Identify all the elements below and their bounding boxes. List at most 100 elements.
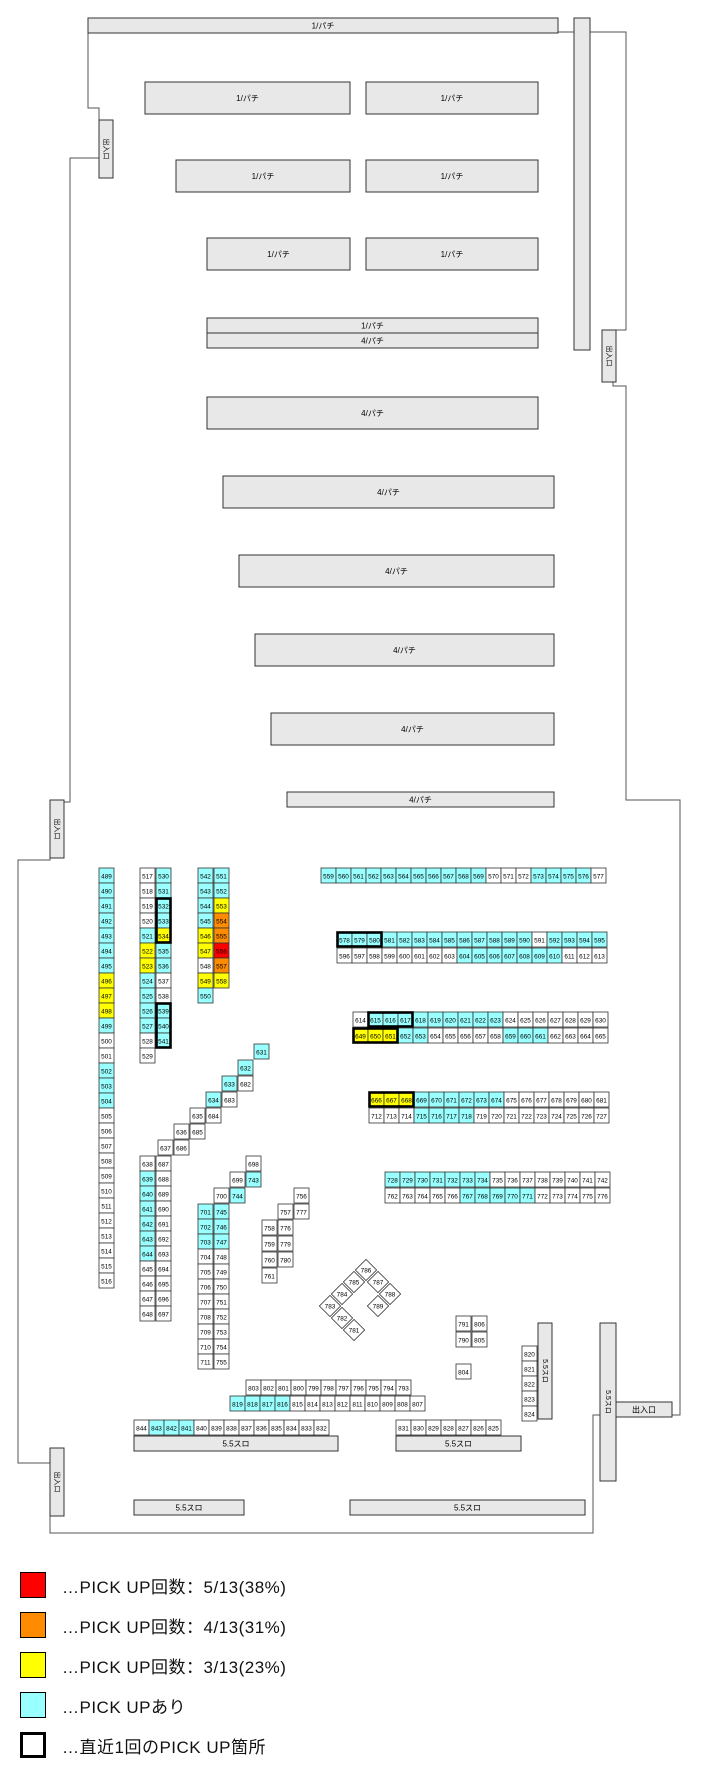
machine-686[interactable]: 686: [173, 1139, 190, 1156]
machine-643[interactable]: 643: [139, 1230, 156, 1247]
machine-624[interactable]: 624: [502, 1011, 519, 1028]
machine-547[interactable]: 547: [197, 942, 214, 959]
machine-714[interactable]: 714: [398, 1107, 415, 1124]
machine-550[interactable]: 550: [197, 987, 214, 1004]
machine-566[interactable]: 566: [425, 867, 442, 884]
machine-653[interactable]: 653: [412, 1027, 429, 1044]
machine-513[interactable]: 513: [98, 1227, 115, 1244]
machine-665[interactable]: 665: [592, 1027, 609, 1044]
machine-512[interactable]: 512: [98, 1212, 115, 1229]
machine-600[interactable]: 600: [396, 947, 413, 964]
machine-735[interactable]: 735: [489, 1171, 506, 1188]
machine-805[interactable]: 805: [471, 1331, 488, 1348]
machine-568[interactable]: 568: [455, 867, 472, 884]
machine-756[interactable]: 756: [293, 1187, 310, 1204]
machine-776[interactable]: 776: [277, 1219, 294, 1236]
machine-595[interactable]: 595: [591, 931, 608, 948]
machine-628[interactable]: 628: [562, 1011, 579, 1028]
machine-536[interactable]: 536: [155, 957, 172, 974]
machine-772[interactable]: 772: [534, 1187, 551, 1204]
machine-636[interactable]: 636: [173, 1123, 190, 1140]
machine-579[interactable]: 579: [351, 931, 368, 948]
machine-494[interactable]: 494: [98, 942, 115, 959]
machine-496[interactable]: 496: [98, 972, 115, 989]
machine-818[interactable]: 818: [244, 1395, 261, 1412]
machine-534[interactable]: 534: [155, 927, 172, 944]
machine-747[interactable]: 747: [213, 1233, 230, 1250]
machine-696[interactable]: 696: [155, 1290, 172, 1307]
machine-652[interactable]: 652: [397, 1027, 414, 1044]
machine-817[interactable]: 817: [259, 1395, 276, 1412]
machine-761[interactable]: 761: [261, 1267, 278, 1284]
machine-559[interactable]: 559: [320, 867, 337, 884]
machine-786[interactable]: 786: [354, 1258, 378, 1282]
machine-827[interactable]: 827: [455, 1419, 472, 1436]
machine-790[interactable]: 790: [455, 1331, 472, 1348]
machine-592[interactable]: 592: [546, 931, 563, 948]
machine-517[interactable]: 517: [139, 867, 156, 884]
machine-791[interactable]: 791: [455, 1315, 472, 1332]
machine-719[interactable]: 719: [473, 1107, 490, 1124]
machine-838[interactable]: 838: [223, 1419, 240, 1436]
machine-706[interactable]: 706: [197, 1278, 214, 1295]
machine-597[interactable]: 597: [351, 947, 368, 964]
machine-733[interactable]: 733: [459, 1171, 476, 1188]
machine-674[interactable]: 674: [488, 1091, 505, 1108]
machine-795[interactable]: 795: [365, 1379, 382, 1396]
machine-689[interactable]: 689: [155, 1185, 172, 1202]
machine-741[interactable]: 741: [579, 1171, 596, 1188]
machine-782[interactable]: 782: [330, 1306, 354, 1330]
machine-499[interactable]: 499: [98, 1017, 115, 1034]
machine-728[interactable]: 728: [384, 1171, 401, 1188]
machine-821[interactable]: 821: [521, 1360, 538, 1377]
machine-639[interactable]: 639: [139, 1170, 156, 1187]
machine-539[interactable]: 539: [155, 1002, 172, 1019]
machine-659[interactable]: 659: [502, 1027, 519, 1044]
machine-493[interactable]: 493: [98, 927, 115, 944]
machine-709[interactable]: 709: [197, 1323, 214, 1340]
machine-697[interactable]: 697: [155, 1305, 172, 1322]
machine-677[interactable]: 677: [533, 1091, 550, 1108]
machine-673[interactable]: 673: [473, 1091, 490, 1108]
machine-523[interactable]: 523: [139, 957, 156, 974]
machine-570[interactable]: 570: [485, 867, 502, 884]
machine-556[interactable]: 556: [213, 942, 230, 959]
machine-691[interactable]: 691: [155, 1215, 172, 1232]
machine-602[interactable]: 602: [426, 947, 443, 964]
machine-707[interactable]: 707: [197, 1293, 214, 1310]
machine-644[interactable]: 644: [139, 1245, 156, 1262]
machine-826[interactable]: 826: [470, 1419, 487, 1436]
machine-569[interactable]: 569: [470, 867, 487, 884]
machine-740[interactable]: 740: [564, 1171, 581, 1188]
machine-561[interactable]: 561: [350, 867, 367, 884]
machine-491[interactable]: 491: [98, 897, 115, 914]
machine-730[interactable]: 730: [414, 1171, 431, 1188]
machine-781[interactable]: 781: [342, 1318, 366, 1342]
machine-504[interactable]: 504: [98, 1092, 115, 1109]
machine-835[interactable]: 835: [268, 1419, 285, 1436]
machine-552[interactable]: 552: [213, 882, 230, 899]
machine-540[interactable]: 540: [155, 1017, 172, 1034]
machine-683[interactable]: 683: [221, 1091, 238, 1108]
machine-758[interactable]: 758: [261, 1219, 278, 1236]
machine-693[interactable]: 693: [155, 1245, 172, 1262]
machine-660[interactable]: 660: [517, 1027, 534, 1044]
machine-525[interactable]: 525: [139, 987, 156, 1004]
machine-599[interactable]: 599: [381, 947, 398, 964]
machine-585[interactable]: 585: [441, 931, 458, 948]
machine-670[interactable]: 670: [428, 1091, 445, 1108]
machine-528[interactable]: 528: [139, 1032, 156, 1049]
machine-789[interactable]: 789: [366, 1294, 390, 1318]
machine-840[interactable]: 840: [193, 1419, 210, 1436]
machine-775[interactable]: 775: [579, 1187, 596, 1204]
machine-703[interactable]: 703: [197, 1233, 214, 1250]
machine-690[interactable]: 690: [155, 1200, 172, 1217]
machine-763[interactable]: 763: [399, 1187, 416, 1204]
machine-601[interactable]: 601: [411, 947, 428, 964]
machine-514[interactable]: 514: [98, 1242, 115, 1259]
machine-833[interactable]: 833: [298, 1419, 315, 1436]
machine-611[interactable]: 611: [561, 947, 578, 964]
machine-754[interactable]: 754: [213, 1338, 230, 1355]
machine-822[interactable]: 822: [521, 1375, 538, 1392]
machine-637[interactable]: 637: [157, 1139, 174, 1156]
